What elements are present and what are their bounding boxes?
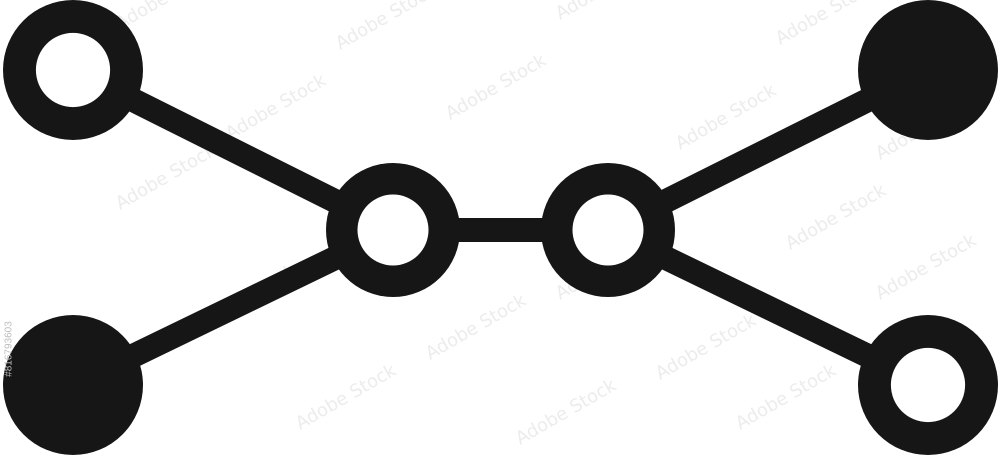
node-bottom-right-hollow bbox=[858, 315, 998, 455]
watermark-text: Adobe Stock bbox=[222, 70, 330, 145]
node-outer bbox=[3, 315, 143, 455]
stock-id-label: #816793603 bbox=[2, 238, 16, 460]
node-inner-hole bbox=[357, 194, 429, 266]
node-center-left-hollow bbox=[326, 163, 460, 297]
watermark-text: Adobe Stock bbox=[552, 0, 660, 24]
node-bottom-left-filled bbox=[3, 315, 143, 455]
nodes bbox=[3, 0, 998, 455]
watermark-text: Adobe Stock bbox=[422, 290, 530, 365]
node-inner-hole bbox=[572, 194, 644, 266]
node-center-right-hollow bbox=[541, 163, 675, 297]
node-top-right-filled bbox=[858, 0, 998, 140]
node-inner-hole bbox=[890, 347, 966, 423]
watermark-text: Adobe Stock bbox=[732, 360, 840, 435]
node-inner-hole bbox=[35, 32, 111, 108]
watermark-text: Adobe Stock bbox=[652, 310, 760, 385]
watermark-text: Adobe Stock bbox=[112, 140, 220, 215]
watermark-text: Adobe Stock bbox=[512, 375, 620, 450]
watermark-text: Adobe Stock bbox=[292, 360, 400, 435]
stock-id-text: #816793603 bbox=[3, 321, 15, 377]
watermark-text: Adobe Stock bbox=[782, 180, 890, 255]
node-top-left-hollow bbox=[3, 0, 143, 140]
watermark-text: Adobe Stock bbox=[442, 50, 550, 125]
watermark-text: Adobe Stock bbox=[872, 230, 980, 305]
node-outer bbox=[858, 0, 998, 140]
watermark-text: Adobe Stock bbox=[332, 0, 440, 54]
